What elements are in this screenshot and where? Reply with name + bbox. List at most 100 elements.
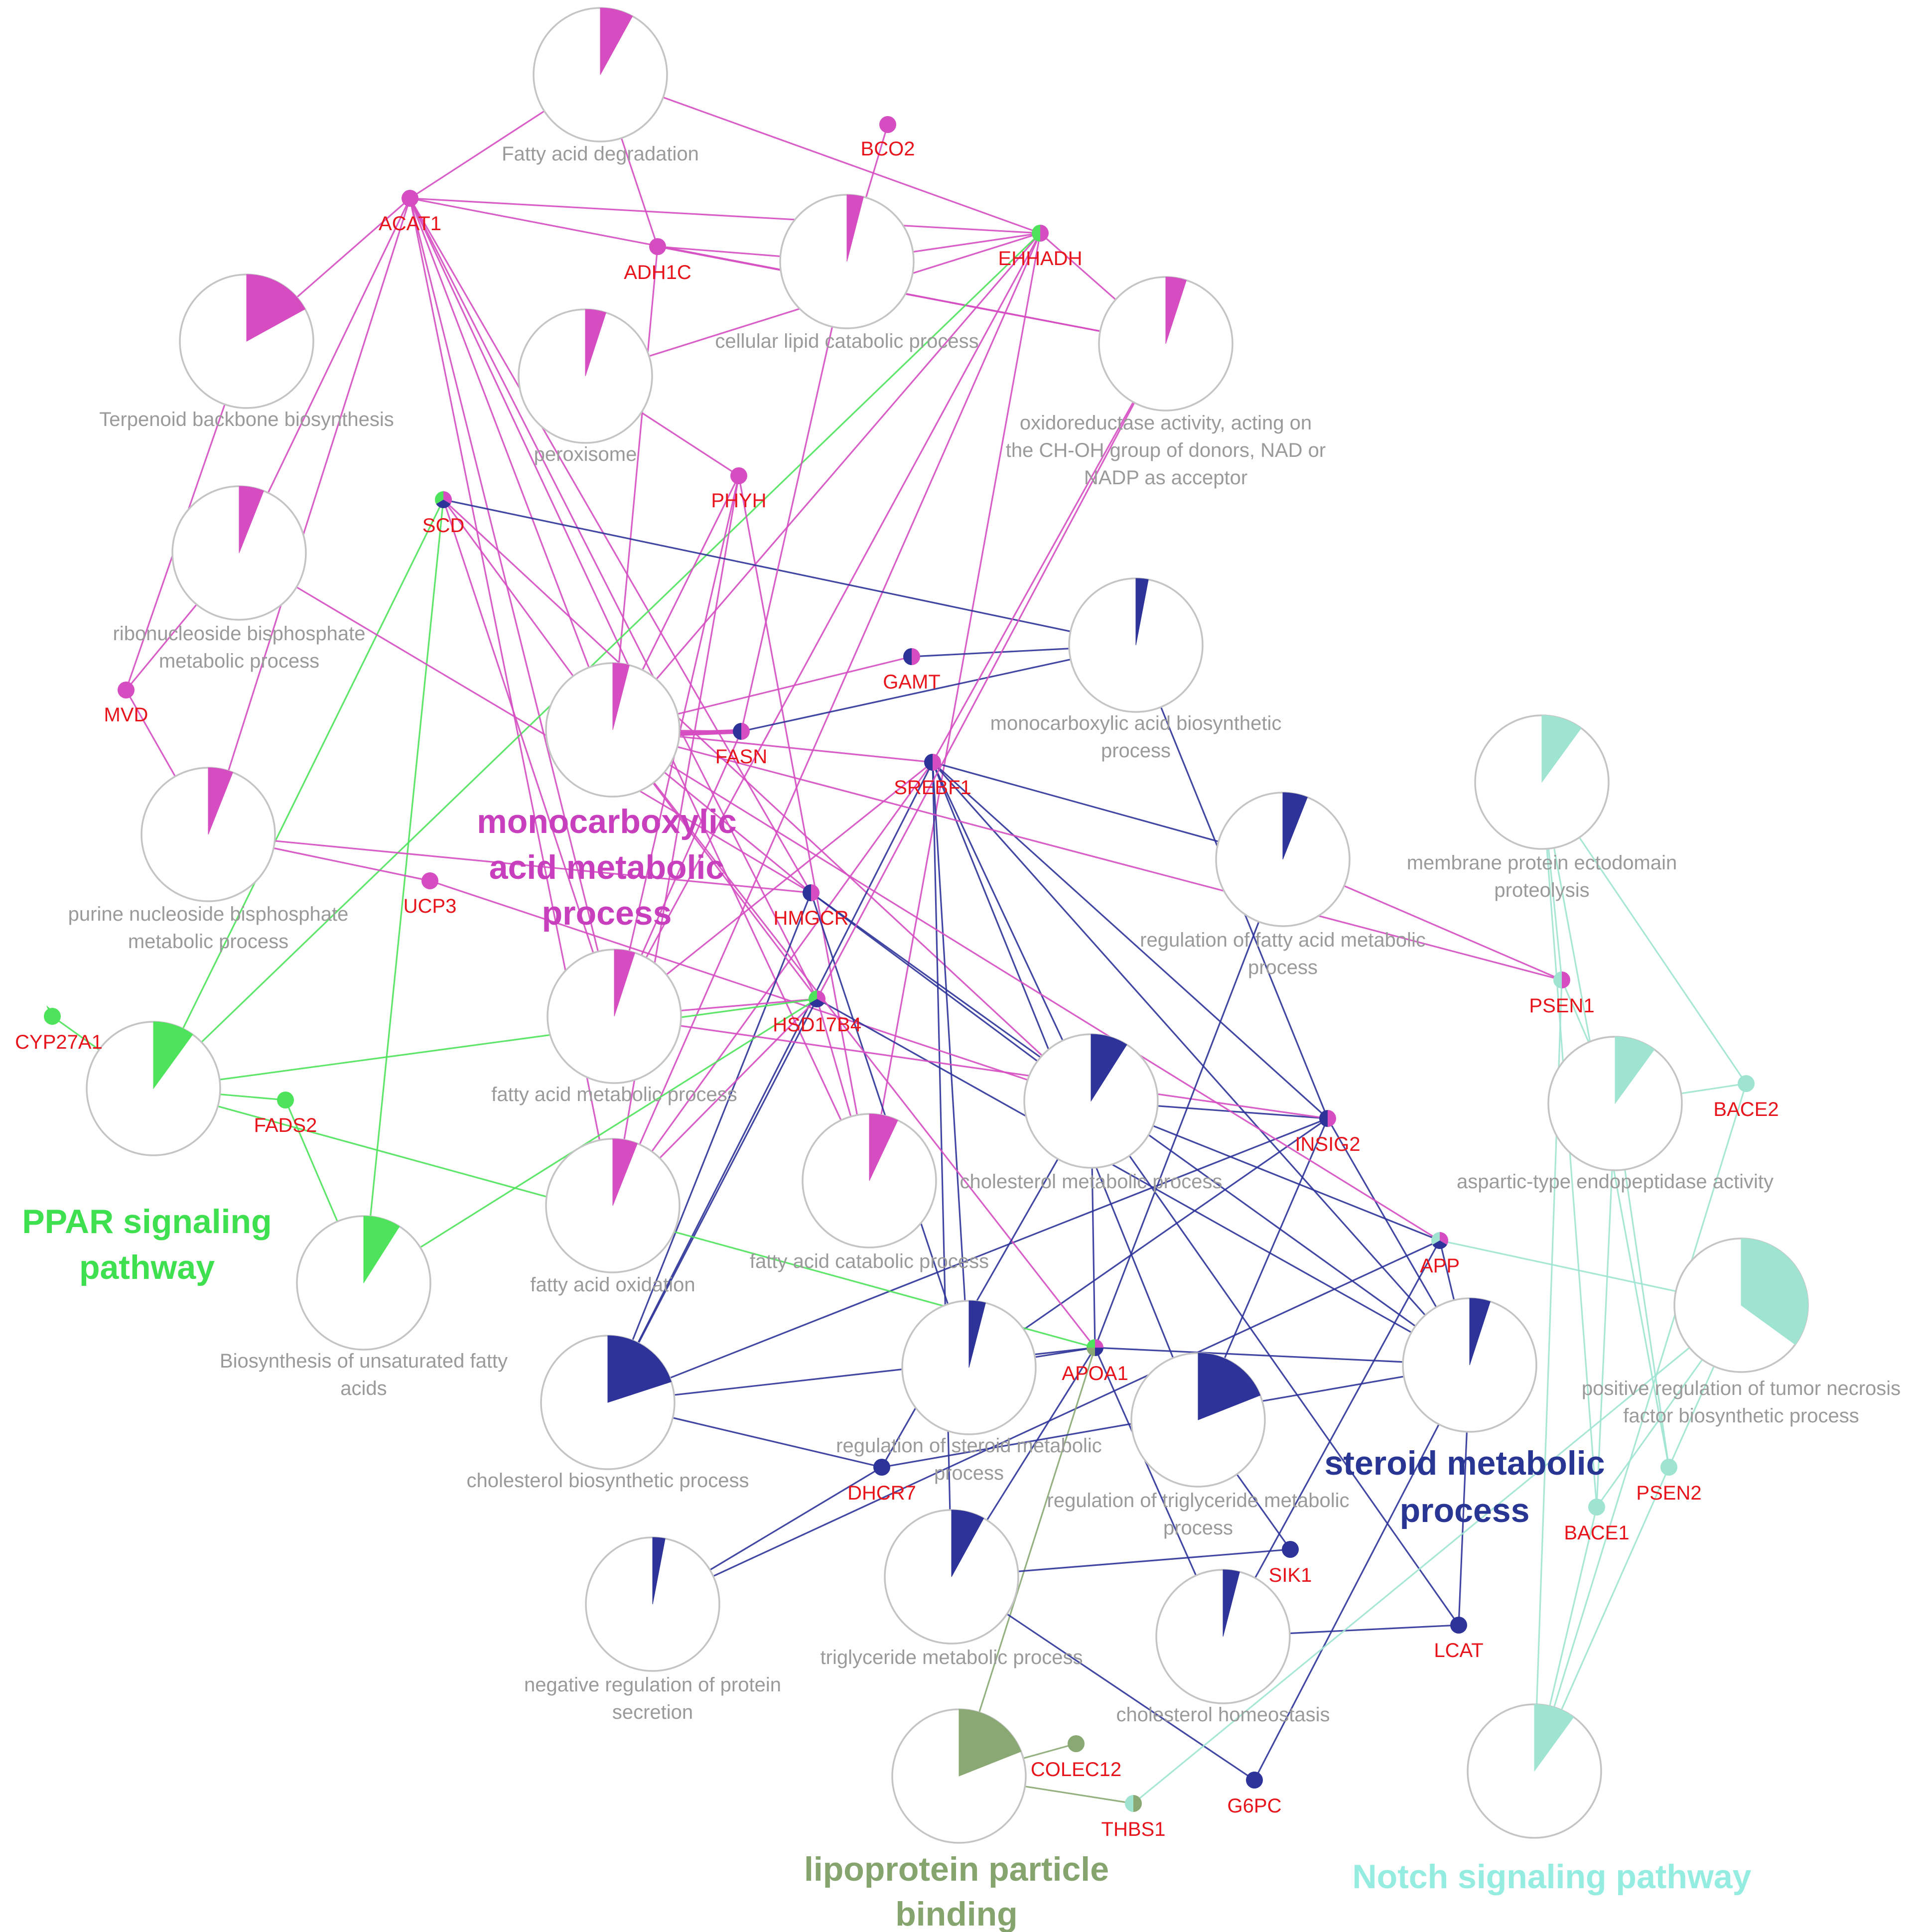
edge-scd-monobio [443,499,1136,646]
term-pie-slice [1135,578,1149,646]
term-node-monoproc[interactable] [545,662,681,798]
term-label: cellular lipid catabolic process [715,330,978,352]
gene-node-ehhadh[interactable]: EHHADH [998,225,1083,270]
gene-label: PSEN1 [1529,995,1594,1017]
term-node-cholbio[interactable]: cholesterol biosynthetic process [467,1335,749,1492]
edge-hsd17b4-cholbio [607,998,818,1403]
edge-app-negprot [652,1240,1440,1605]
term-node-fox[interactable]: fatty acid oxidation [530,1138,695,1296]
gene-node-bace2[interactable]: BACE2 [1713,1075,1779,1120]
term-node-cellcat[interactable]: cellular lipid catabolic process [715,194,979,352]
gene-node-g6pc[interactable]: G6PC [1228,1772,1282,1817]
edge-srebf1-tri [932,762,953,1577]
term-node-lipo[interactable] [891,1708,1027,1844]
gene-node-ucp3[interactable]: UCP3 [404,872,457,917]
gene-dot [730,467,747,484]
term-node-notch[interactable] [1467,1703,1602,1839]
gene-node-lcat[interactable]: LCAT [1434,1617,1484,1661]
gene-node-fads2[interactable]: FADS2 [254,1092,317,1136]
gene-label: LCAT [1434,1640,1483,1661]
gene-node-insig2[interactable]: INSIG2 [1295,1110,1361,1155]
gene-label: APOA1 [1062,1363,1128,1384]
edge-adh1c-oxido [657,246,1166,345]
gene-node-apoa1[interactable]: APOA1 [1062,1339,1128,1384]
gene-label: THBS1 [1101,1818,1166,1840]
gene-dot-segment [1431,1232,1440,1245]
gene-node-app[interactable]: APP [1420,1232,1460,1277]
term-label: triglyceride metabolic process [821,1647,1083,1668]
gene-dot-segment [1095,1348,1103,1356]
gene-dot [421,872,438,889]
gene-dot [277,1092,294,1108]
term-pie-slice [612,663,630,730]
term-node-aspart[interactable]: aspartic-type endopeptidase activity [1457,1036,1774,1193]
gene-node-sik1[interactable]: SIK1 [1269,1541,1312,1586]
term-node-ppar[interactable] [86,1021,221,1156]
gene-node-fasn[interactable]: FASN [715,723,767,768]
edge-srebf1-cholbio [607,762,934,1403]
gene-node-cyp27a1[interactable]: CYP27A1 [15,1005,103,1053]
gene-dot [1282,1541,1299,1558]
term-node-fad[interactable]: Fatty acid degradation [502,7,699,165]
gene-dot-segment [443,491,452,504]
gene-dot-segment [803,884,811,901]
term-node-perox[interactable]: peroxisome [518,308,653,465]
gene-node-psen2[interactable]: PSEN2 [1636,1459,1702,1504]
edge-lcat-chol [1090,1101,1460,1626]
gene-dot-segment [1087,1348,1095,1356]
gene-node-phyh[interactable]: PHYH [711,467,767,512]
term-node-fam[interactable]: fatty acid metabolic process [491,949,737,1105]
term-node-chol[interactable]: cholesterol metabolic process [960,1033,1223,1193]
edge-ehhadh-fam [613,233,1041,1017]
gene-dot [649,238,666,255]
term-node-terp[interactable]: Terpenoid backbone biosynthesis [99,274,394,430]
gene-node-srebf1[interactable]: SREBF1 [894,754,971,799]
gene-label: PSEN2 [1636,1482,1701,1504]
gene-node-adh1c[interactable]: ADH1C [624,238,691,283]
term-node-facat[interactable]: fatty acid catabolic process [750,1113,989,1272]
gene-node-scd[interactable]: SCD [422,491,464,537]
gene-node-colec12[interactable]: COLEC12 [1031,1735,1121,1781]
gene-node-mvd[interactable]: MVD [104,682,148,726]
gene-node-bco2[interactable]: BCO2 [861,116,915,160]
edge-scd-unsat [363,499,444,1283]
gene-node-gamt[interactable]: GAMT [883,648,941,693]
term-label: cholesterol metabolic process [960,1171,1223,1193]
edge-srebf1-steroid [932,761,1471,1366]
gene-dot-segment [912,648,920,665]
term-label: cholesterol biosynthetic process [467,1470,749,1492]
gene-node-psen1[interactable]: PSEN1 [1529,971,1595,1017]
gene-node-dhcr7[interactable]: DHCR7 [847,1459,916,1504]
edge-srebf1-oxido [932,343,1167,763]
gene-label: FASN [715,746,767,768]
gene-node-bace1[interactable]: BACE1 [1564,1499,1630,1544]
term-node-cholhom[interactable]: cholesterol homeostasis [1116,1569,1330,1726]
term-node-tri[interactable]: triglyceride metabolic process [821,1509,1083,1668]
term-node-steroid[interactable] [1402,1297,1537,1433]
gene-dot [1660,1459,1677,1476]
gene-node-acat1[interactable]: ACAT1 [379,190,441,235]
gene-node-thbs1[interactable]: THBS1 [1101,1795,1166,1840]
gene-label: FADS2 [254,1114,317,1136]
gene-node-hmgcr[interactable]: HMGCR [773,884,849,929]
gene-node-hsd17b4[interactable]: HSD17B4 [773,990,861,1036]
gene-dot [1738,1075,1755,1092]
